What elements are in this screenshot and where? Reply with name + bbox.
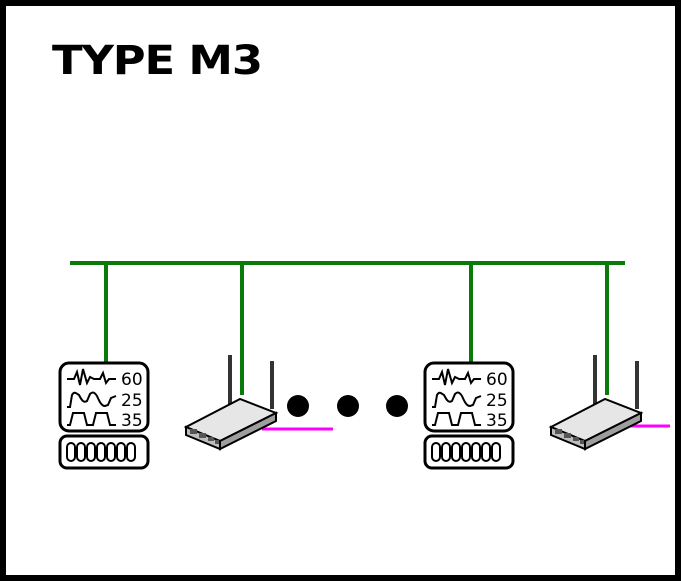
dot-2 — [337, 395, 359, 417]
router-antenna-left — [228, 355, 232, 407]
router-ports — [555, 429, 584, 444]
router-side — [219, 411, 277, 451]
router-icon — [183, 355, 279, 451]
router-antenna-right — [635, 361, 639, 409]
router-side — [584, 411, 642, 451]
keypad-keys — [66, 442, 136, 462]
ecg-waveform-icon — [67, 368, 116, 386]
monitor-reading-1: 60 — [121, 370, 143, 390]
pleth-waveform-icon — [432, 391, 482, 408]
monitor-reading-1: 60 — [486, 370, 508, 390]
router-ports — [190, 429, 219, 444]
resp-waveform-icon — [432, 412, 481, 426]
router-icon — [548, 355, 644, 451]
router-antenna-left — [593, 355, 597, 407]
monitor-icon: 60 25 35 — [423, 361, 515, 470]
ellipsis-dots — [287, 395, 408, 417]
monitor-icon: 60 25 35 — [58, 361, 150, 470]
dot-1 — [287, 395, 309, 417]
router-antenna-right — [270, 361, 274, 409]
ecg-waveform-icon — [432, 368, 481, 386]
network-bus — [70, 261, 625, 395]
diagram-title: TYPE M3 — [52, 38, 263, 84]
pleth-waveform-icon — [67, 391, 117, 408]
monitor-reading-2: 25 — [486, 391, 508, 411]
keypad-keys — [431, 442, 501, 462]
monitor-reading-3: 35 — [486, 411, 508, 431]
monitor-reading-2: 25 — [121, 391, 143, 411]
dot-3 — [386, 395, 408, 417]
resp-waveform-icon — [67, 412, 116, 426]
monitor-reading-3: 35 — [121, 411, 143, 431]
